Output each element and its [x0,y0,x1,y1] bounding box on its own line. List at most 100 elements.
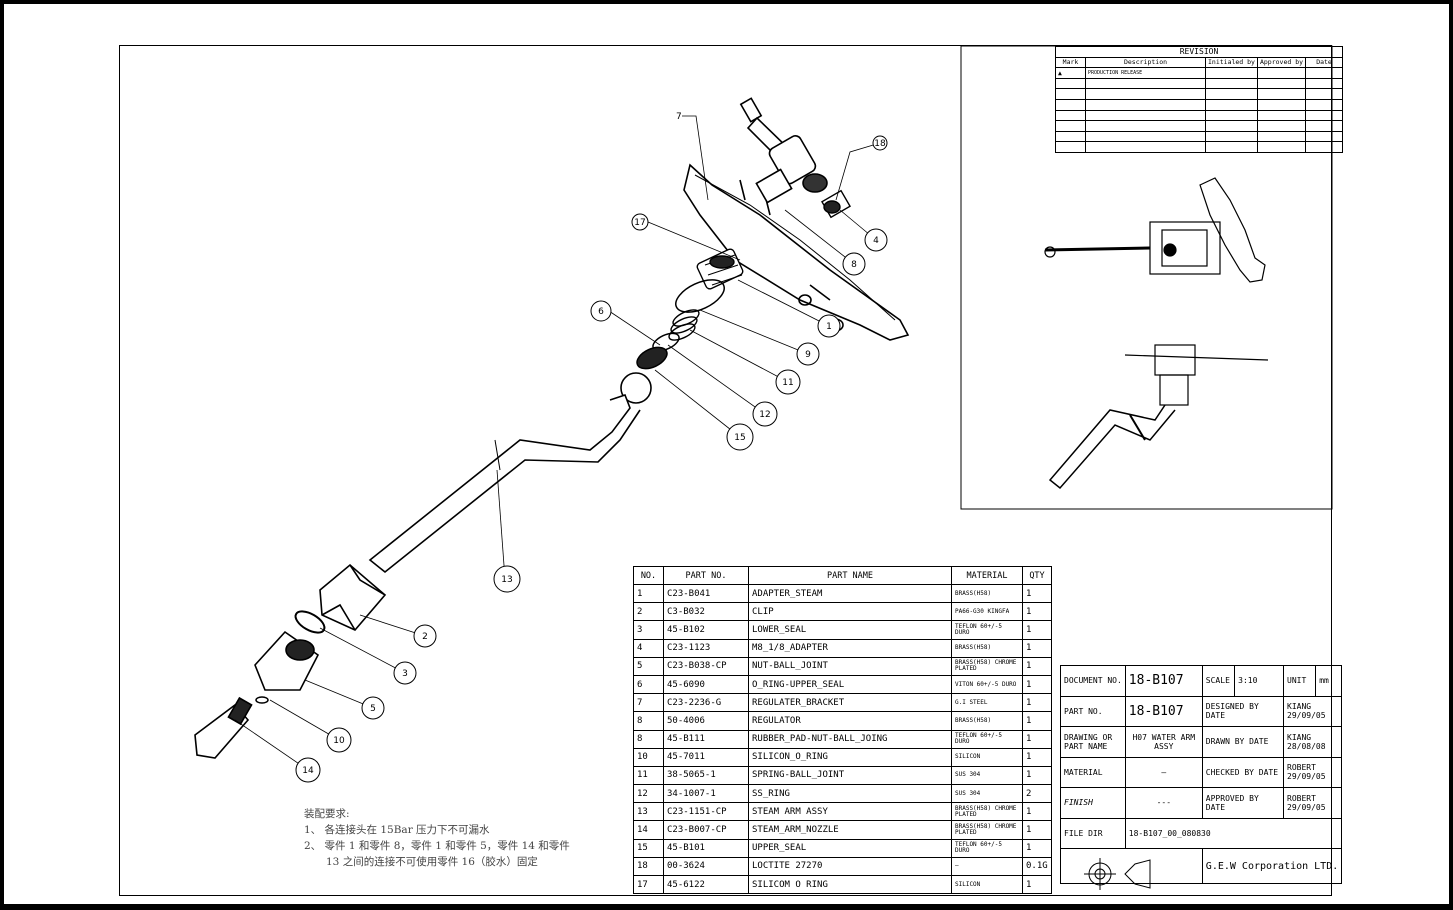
bom-item-no: 13 [633,802,664,822]
bom-material: G.I STEEL [951,693,1023,713]
bom-qty: 1 [1022,620,1052,640]
revision-header: Date [1305,56,1344,69]
title-block: DOCUMENT NO. 18-B107 SCALE 3:10 UNIT mm … [1060,665,1343,884]
revision-row [1055,109,1344,122]
bom-material: BRASS(H58) [951,711,1023,731]
bom-part-name: REGULATOR [748,711,952,731]
revision-header: Initialed by [1205,56,1258,69]
balloon-2: 2 [422,632,428,642]
bom-item-no: 15 [633,838,664,858]
bom-item-no: 2 [633,602,664,622]
upper-seal-part [636,346,668,370]
revision-row [1055,120,1344,132]
bom-part-name: CLIP [748,602,952,622]
bom-item-no: 10 [633,747,664,767]
bom-part-no: 45-B102 [663,620,749,640]
regulator-part [739,97,828,204]
nut-ball-joint-part [254,630,320,691]
assembly-notes: 装配要求: 1、 各连接头在 15Bar 压力下不可漏水 2、 零件 1 和零件… [304,806,570,870]
revision-row [1055,88,1344,100]
spring-part [668,309,700,341]
bom-part-no: 34-1007-1 [663,784,749,804]
bom-part-no: C3-B032 [663,602,749,622]
bom-part-name: SS_RING [748,784,952,804]
adapter-steam-part [696,248,744,290]
bom-part-name: UPPER_SEAL [748,838,952,858]
notes-line: 13 之间的连接不可使用零件 16（胶水）固定 [326,856,538,868]
bom-material: BRASS(H58) CHROME PLATED [951,820,1023,840]
bom-item-no: 8 [633,711,664,731]
balloon-12: 12 [759,410,770,420]
revision-header: Mark [1055,56,1086,69]
bom-qty: 1 [1022,583,1052,604]
revision-header: Approved by [1256,56,1307,69]
bom-part-no: 45-B101 [663,838,749,858]
bom-material: — [951,856,1023,877]
balloon-8: 8 [851,260,857,270]
balloon-5: 5 [370,704,376,714]
bom-material: SILICON [951,874,1023,895]
steam-nozzle-part [194,696,253,759]
notes-heading: 装配要求: [304,808,350,820]
revision-row: ▲PRODUCTION RELEASE [1055,67,1344,79]
bom-material: VITON 60+/-5 DURO [951,674,1023,695]
steam-arm-part [368,372,652,574]
bom-qty: 1 [1022,602,1052,622]
bom-material: SILICON [951,747,1023,767]
bom-header-row: NO. PART NO. PART NAME MATERIAL QTY [633,566,1052,585]
bom-material: SUS 304 [951,784,1023,804]
regulator-bracket-part [683,163,910,341]
bom-part-name: NUT-BALL_JOINT [748,656,952,676]
balloon-11: 11 [782,378,793,388]
bom-qty: 1 [1022,656,1052,676]
bom-item-no: 11 [633,765,664,786]
balloon-9: 9 [805,350,811,360]
revision-table: REVISION Mark Description Initialed by A… [1054,46,1344,153]
bom-qty: 1 [1022,802,1052,822]
bom-part-name: M8_1/8_ADAPTER [748,638,952,658]
iso-top-view [1044,177,1266,283]
bom-part-name: LOWER_SEAL [748,620,952,640]
bom-part-name: SILICOM O RING [748,874,952,895]
balloon-15: 15 [734,433,745,443]
revision-header: Description [1085,56,1206,69]
bom-part-no: 38-5065-1 [663,765,749,786]
bom-part-name: RUBBER_PAD-NUT-BALL_JOING [748,729,952,749]
bom-part-no: C23-B007-CP [663,820,749,840]
balloon-callouts: 7 18 17 4 8 1 6 9 11 12 15 13 2 3 5 10 1… [295,112,888,783]
bom-qty: 1 [1022,638,1052,658]
bom-qty: 0.1G [1022,856,1052,877]
bom-qty: 1 [1022,838,1052,858]
balloon-6: 6 [598,307,604,317]
bom-part-name: ADAPTER_STEAM [748,583,952,604]
bom-material: BRASS(H58) CHROME PLATED [951,802,1023,822]
bom-part-no: C23-1151-CP [663,802,749,822]
bom-part-no: 45-6090 [663,674,749,695]
bom-material: TEFLON 60+/-5 DURO [951,620,1023,640]
revision-row [1055,141,1344,153]
revision-row [1055,98,1344,111]
bom-part-name: SPRING-BALL_JOINT [748,765,952,786]
balloon-18: 18 [874,139,886,149]
bom-part-name: STEAM_ARM_NOZZLE [748,820,952,840]
bom-part-no: C23-1123 [663,638,749,658]
bom-part-name: STEAM ARM ASSY [748,802,952,822]
bom-part-no: 50-4006 [663,711,749,731]
bom-part-no: C23-2236-G [663,693,749,713]
notes-line: 2、 零件 1 和零件 8，零件 1 和零件 5，零件 14 和零件 [304,840,570,852]
bom-item-no: 7 [633,693,664,713]
bom-qty: 1 [1022,765,1052,786]
balloon-10: 10 [333,736,345,746]
bom-item-no: 8 [633,729,664,749]
bom-item-no: 3 [633,620,664,640]
